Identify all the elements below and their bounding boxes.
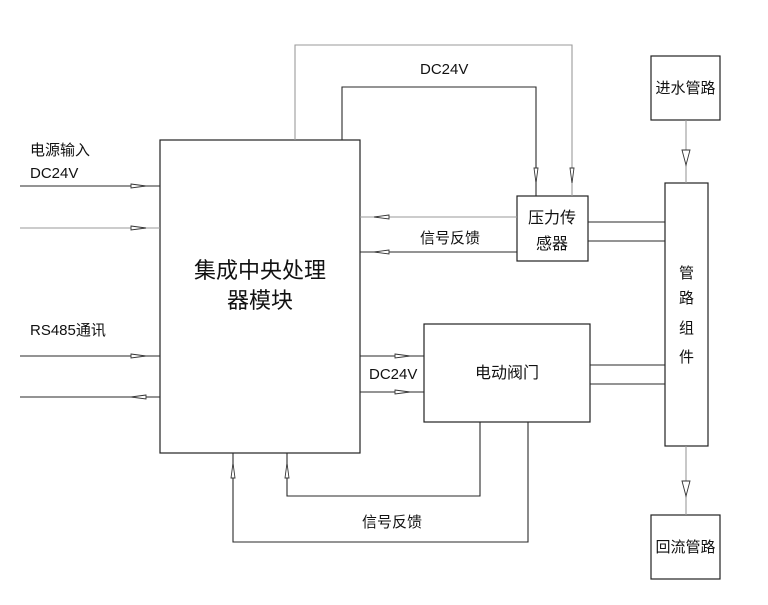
cpu-module-label-line1: 集成中央处理 <box>194 259 326 284</box>
pressure-sensor-label-line1: 压力传 <box>528 208 576 227</box>
dc24v-sensor-lines <box>294 44 575 196</box>
pipe-assembly-char-2: 路 <box>679 289 694 307</box>
electric-valve-block: 电动阀门 <box>423 323 591 423</box>
pipe-assembly-block: 管 路 组 件 <box>664 182 709 447</box>
pressure-sensor-label-line2: 感器 <box>536 234 568 253</box>
power-input-arrow-2 <box>130 225 147 231</box>
sensor-pipe-lines <box>588 221 665 242</box>
rs485-arrow-1 <box>130 353 147 359</box>
inlet-pipe-block: 进水管路 <box>650 55 721 121</box>
sensor-feedback-label: 信号反馈 <box>420 229 480 247</box>
inlet-flow-arrow <box>681 149 691 167</box>
sensor-feedback-arrow-1 <box>373 214 390 220</box>
valve-feedback-lines <box>230 422 529 543</box>
return-pipe-block: 回流管路 <box>650 514 721 580</box>
valve-feedback-arrow-1 <box>230 462 236 479</box>
dc24v-sensor-arrow-1 <box>533 167 539 184</box>
valve-pipe-lines <box>590 364 665 385</box>
sensor-feedback-lines <box>360 214 517 255</box>
cpu-module-label-line2: 器模块 <box>227 289 293 314</box>
electric-valve-label: 电动阀门 <box>475 363 539 382</box>
rs485-arrow-2 <box>130 394 147 400</box>
power-input-lines <box>20 183 160 231</box>
dc24v-valve-label: DC24V <box>369 366 417 383</box>
inlet-pipe-label: 进水管路 <box>655 79 715 97</box>
return-flow-arrow <box>681 480 691 498</box>
power-input-label: 电源输入 <box>30 141 90 159</box>
sensor-feedback-arrow-2 <box>373 249 390 255</box>
rs485-label: RS485通讯 <box>30 322 106 339</box>
valve-feedback-arrow-2 <box>284 462 290 479</box>
pipe-assembly-char-3: 组 <box>679 319 694 337</box>
dc24v-valve-arrow-2 <box>394 389 411 395</box>
return-pipe-label: 回流管路 <box>655 538 715 556</box>
pressure-sensor-block: 压力传 感器 <box>516 195 589 262</box>
rs485-lines <box>20 353 160 400</box>
valve-feedback-label: 信号反馈 <box>362 513 422 531</box>
dc24v-valve-lines <box>360 353 424 395</box>
dc24v-sensor-arrow-2 <box>569 167 575 184</box>
water-flow-lines <box>681 120 691 515</box>
power-input-voltage-label: DC24V <box>30 165 78 182</box>
dc24v-sensor-label: DC24V <box>420 61 468 78</box>
power-input-arrow-1 <box>130 183 147 189</box>
pipe-assembly-char-4: 件 <box>679 348 694 366</box>
dc24v-valve-arrow-1 <box>394 353 411 359</box>
cpu-module-block: 集成中央处理 器模块 <box>159 139 361 454</box>
pipe-assembly-char-1: 管 <box>679 264 694 282</box>
